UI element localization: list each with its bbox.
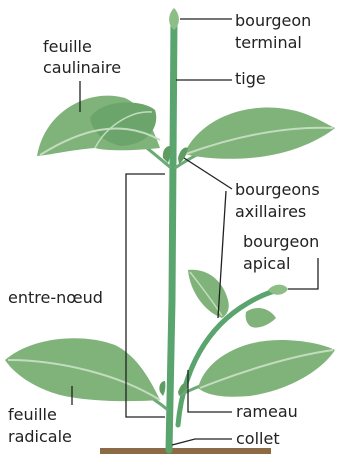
label-bourgeons-axillaires-line1: bourgeons xyxy=(235,179,320,200)
leader-bourgeons-axillaires-1 xyxy=(184,158,232,189)
main-stem xyxy=(169,18,174,450)
label-bourgeon-apical-line1: bourgeon xyxy=(243,231,319,252)
label-tige: tige xyxy=(235,68,266,89)
label-bourgeon-terminal-line2: terminal xyxy=(235,32,302,53)
leader-bourgeon-apical xyxy=(288,258,318,289)
label-feuille-radicale-line1: feuille xyxy=(8,404,57,425)
branch-leaf-small xyxy=(246,308,276,328)
label-feuille-radicale-line2: radicale xyxy=(8,426,72,447)
label-entre-noeud: entre-nœud xyxy=(8,287,103,308)
label-feuille-caulinaire-line1: feuille xyxy=(43,36,92,57)
label-rameau: rameau xyxy=(236,401,298,422)
label-bourgeon-terminal-line1: bourgeon xyxy=(235,10,311,31)
lower-right-leaf xyxy=(198,340,335,397)
label-bourgeons-axillaires-line2: axillaires xyxy=(235,201,306,222)
lower-axillary-bud-left xyxy=(159,381,165,396)
label-collet: collet xyxy=(236,428,280,449)
leader-collet xyxy=(172,439,232,445)
label-feuille-caulinaire-line2: caulinaire xyxy=(43,57,121,78)
label-bourgeon-apical-line2: apical xyxy=(243,253,290,274)
